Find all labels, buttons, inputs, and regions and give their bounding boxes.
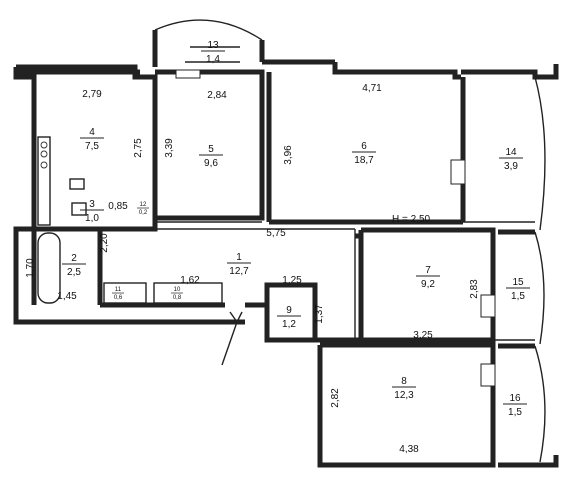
room-area-8: 12,3 (394, 390, 414, 401)
room-number-1: 1 (236, 252, 242, 263)
room-label-8: 812,3 (392, 376, 416, 401)
dimension-d-085: 0,85 (108, 201, 128, 212)
room-label-9: 91,2 (277, 305, 301, 330)
dimension-d-125: 1,25 (282, 275, 302, 286)
room-area-7: 9,2 (421, 279, 435, 290)
room-label-6: 618,7 (352, 141, 376, 166)
room-area-5: 9,6 (204, 158, 218, 169)
room-area-1: 12,7 (229, 266, 249, 277)
room-number-16: 16 (509, 393, 521, 404)
dimension-d-170: 1,70 (25, 258, 36, 278)
small-room-label-10: 100,8 (171, 287, 183, 301)
room-area-6: 18,7 (354, 155, 374, 166)
dimension-d-283: 2,83 (469, 279, 480, 299)
dimension-d-282: 2,82 (330, 388, 341, 408)
room-area-3: 1,0 (85, 213, 99, 224)
room-label-14: 143,9 (499, 147, 523, 172)
room-label-15: 151,5 (506, 277, 530, 302)
dimension-d-325: 3,25 (413, 330, 433, 341)
dimension-d-137: 1,37 (314, 304, 325, 324)
room-label-3: 31,0 (80, 199, 104, 224)
small-room-area-11: 0,6 (114, 295, 123, 301)
room-label-7: 79,2 (416, 265, 440, 290)
walls (13, 30, 559, 468)
room-area-4: 7,5 (85, 141, 99, 152)
dimension-d-471: 4,71 (362, 83, 382, 94)
small-room-number-11: 11 (115, 287, 122, 293)
dimension-d-438: 4,38 (399, 444, 419, 455)
dimension-d-575: 5,75 (266, 228, 286, 239)
room-number-15: 15 (512, 277, 524, 288)
dimension-d-396: 3,96 (283, 145, 294, 165)
room-label-5: 59,6 (199, 144, 223, 169)
dimension-d-279: 2,79 (82, 89, 102, 100)
dimension-d-284: 2,84 (207, 90, 227, 101)
dimension-d-145: 1,45 (57, 291, 77, 302)
dimension-d-339: 3,39 (164, 138, 175, 158)
room-number-7: 7 (425, 265, 431, 276)
room-label-13: 131,4 (201, 40, 225, 65)
details (37, 19, 546, 463)
room-number-9: 9 (286, 305, 292, 316)
room-area-16: 1,5 (508, 407, 522, 418)
dimension-d-162: 1,62 (180, 275, 200, 286)
small-room-label-11: 110,6 (112, 287, 124, 301)
small-room-area-10: 0,8 (173, 295, 182, 301)
room-number-8: 8 (401, 376, 407, 387)
room-number-5: 5 (208, 144, 214, 155)
room-number-4: 4 (89, 127, 95, 138)
room-number-14: 14 (505, 147, 517, 158)
room-label-16: 161,5 (503, 393, 527, 418)
room-area-9: 1,2 (282, 319, 296, 330)
room-label-2: 22,5 (62, 253, 86, 278)
dimension-d-220: 2,20 (99, 233, 110, 253)
dimension-d-275: 2,75 (133, 138, 144, 158)
room-number-13: 13 (207, 40, 219, 51)
small-room-area-12: 0,2 (139, 210, 148, 216)
room-area-14: 3,9 (504, 161, 518, 172)
room-label-1: 112,7 (227, 252, 251, 277)
small-room-label-12: 120,2 (137, 202, 149, 216)
room-area-15: 1,5 (511, 291, 525, 302)
room-label-4: 47,5 (80, 127, 104, 152)
room-number-2: 2 (71, 253, 77, 264)
room-number-6: 6 (361, 141, 367, 152)
small-room-number-12: 12 (140, 202, 147, 208)
room-number-3: 3 (89, 199, 95, 210)
ceiling-height-label: H = 2,50 (392, 214, 431, 225)
room-area-13: 1,4 (206, 54, 220, 65)
small-room-number-10: 10 (174, 287, 181, 293)
room-area-2: 2,5 (67, 267, 81, 278)
